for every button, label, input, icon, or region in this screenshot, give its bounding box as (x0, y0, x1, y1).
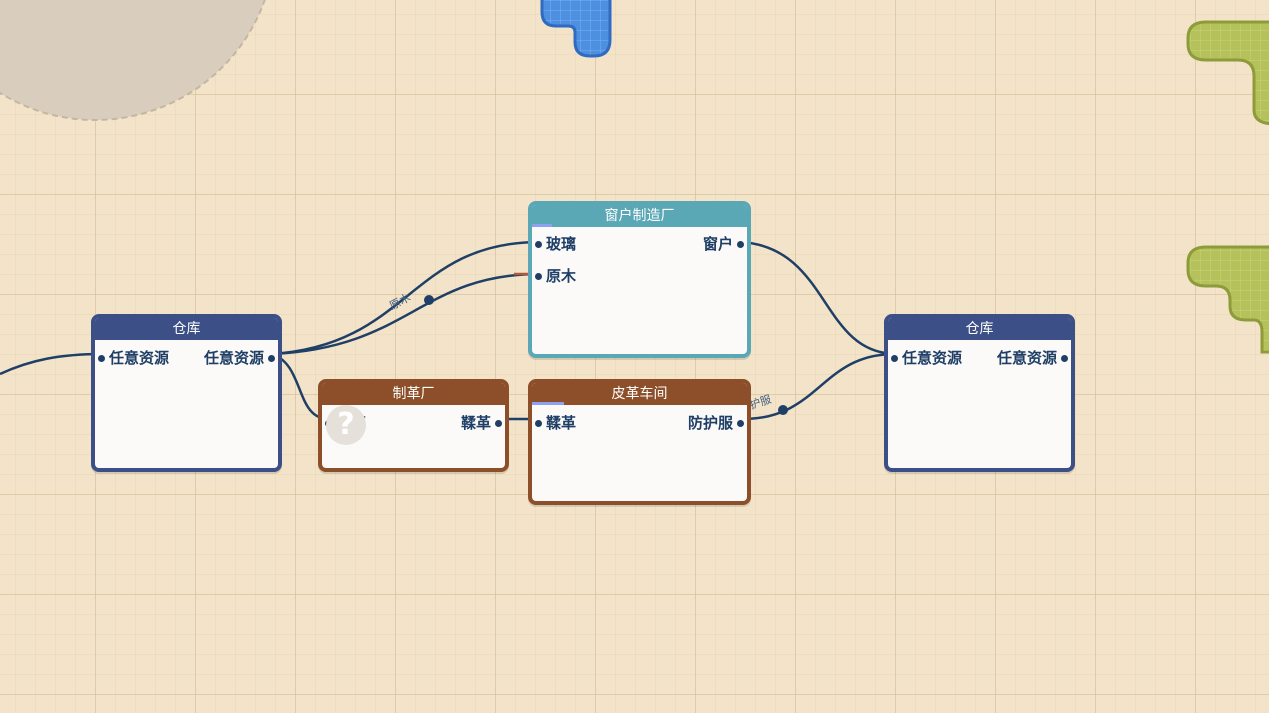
output-port[interactable]: 任意资源 (203, 349, 275, 367)
port-label: 任意资源 (203, 349, 264, 367)
port-dot[interactable] (98, 355, 105, 362)
port-dot[interactable] (737, 420, 744, 427)
port-label: 鞣革 (546, 414, 577, 432)
node-title-text: 窗户制造厂 (604, 208, 675, 224)
node-title: 制革厂 (322, 383, 505, 405)
port-label: 鞣革 (460, 414, 491, 432)
leather-workshop-node[interactable]: 皮革车间 鞣革 防护服 (528, 379, 751, 505)
wire-suit-to-warehouse[interactable] (740, 352, 896, 421)
window-factory-node[interactable]: 窗户制造厂 玻璃 原木 窗户 (528, 201, 751, 358)
production-progress-bar (532, 224, 552, 227)
wire-offscreen-to-warehouse[interactable] (0, 352, 104, 376)
node-title-text: 皮革车间 (611, 386, 668, 402)
port-dot[interactable] (737, 241, 744, 248)
wire-junction-wood[interactable] (424, 295, 434, 305)
output-port[interactable]: 任意资源 (996, 349, 1068, 367)
wire-window-to-warehouse[interactable] (740, 240, 896, 356)
output-port-protective-suit[interactable]: 防护服 (687, 414, 744, 432)
port-label: 窗户 (702, 235, 733, 253)
node-title: 仓库 (888, 318, 1071, 340)
port-dot[interactable] (535, 420, 542, 427)
node-title: 皮革车间 (532, 383, 747, 405)
port-dot[interactable] (495, 420, 502, 427)
wire-label-suit: 护服 (748, 392, 773, 412)
port-dot[interactable] (535, 241, 542, 248)
input-port-tanned-leather[interactable]: 鞣革 (535, 414, 577, 432)
production-progress-bar (532, 402, 564, 405)
port-label: 玻璃 (546, 235, 577, 253)
port-label: 任意资源 (109, 349, 170, 367)
wire-warehouse-to-wood[interactable] (271, 272, 541, 356)
question-mark-icon[interactable]: ? (326, 405, 366, 445)
port-dot[interactable] (535, 273, 542, 280)
warehouse-left-node[interactable]: 仓库 任意资源 任意资源 (91, 314, 282, 472)
input-port-wood[interactable]: 原木 (535, 267, 577, 285)
fog-area (0, 0, 266, 121)
port-label: 原木 (546, 267, 577, 285)
input-port[interactable]: 任意资源 (891, 349, 963, 367)
grass-tile-bottom (1186, 245, 1269, 354)
node-title: 仓库 (95, 318, 278, 340)
water-tile (540, 0, 612, 58)
port-dot[interactable] (1061, 355, 1068, 362)
warehouse-right-node[interactable]: 仓库 任意资源 任意资源 (884, 314, 1075, 472)
tannery-node[interactable]: 制革厂 皮革 鞣革 ? (318, 379, 509, 472)
input-port-glass[interactable]: 玻璃 (535, 235, 577, 253)
output-port-tanned-leather[interactable]: 鞣革 (460, 414, 502, 432)
port-label: 任意资源 (996, 349, 1057, 367)
node-title: 窗户制造厂 (532, 205, 747, 227)
port-label: 任意资源 (902, 349, 963, 367)
port-dot[interactable] (268, 355, 275, 362)
input-port[interactable]: 任意资源 (98, 349, 170, 367)
grass-tile-top (1186, 20, 1269, 126)
wire-junction-suit[interactable] (778, 405, 788, 415)
port-dot[interactable] (891, 355, 898, 362)
output-port-window[interactable]: 窗户 (702, 235, 744, 253)
port-label: 防护服 (687, 414, 733, 432)
wire-warehouse-to-glass[interactable] (271, 240, 541, 356)
